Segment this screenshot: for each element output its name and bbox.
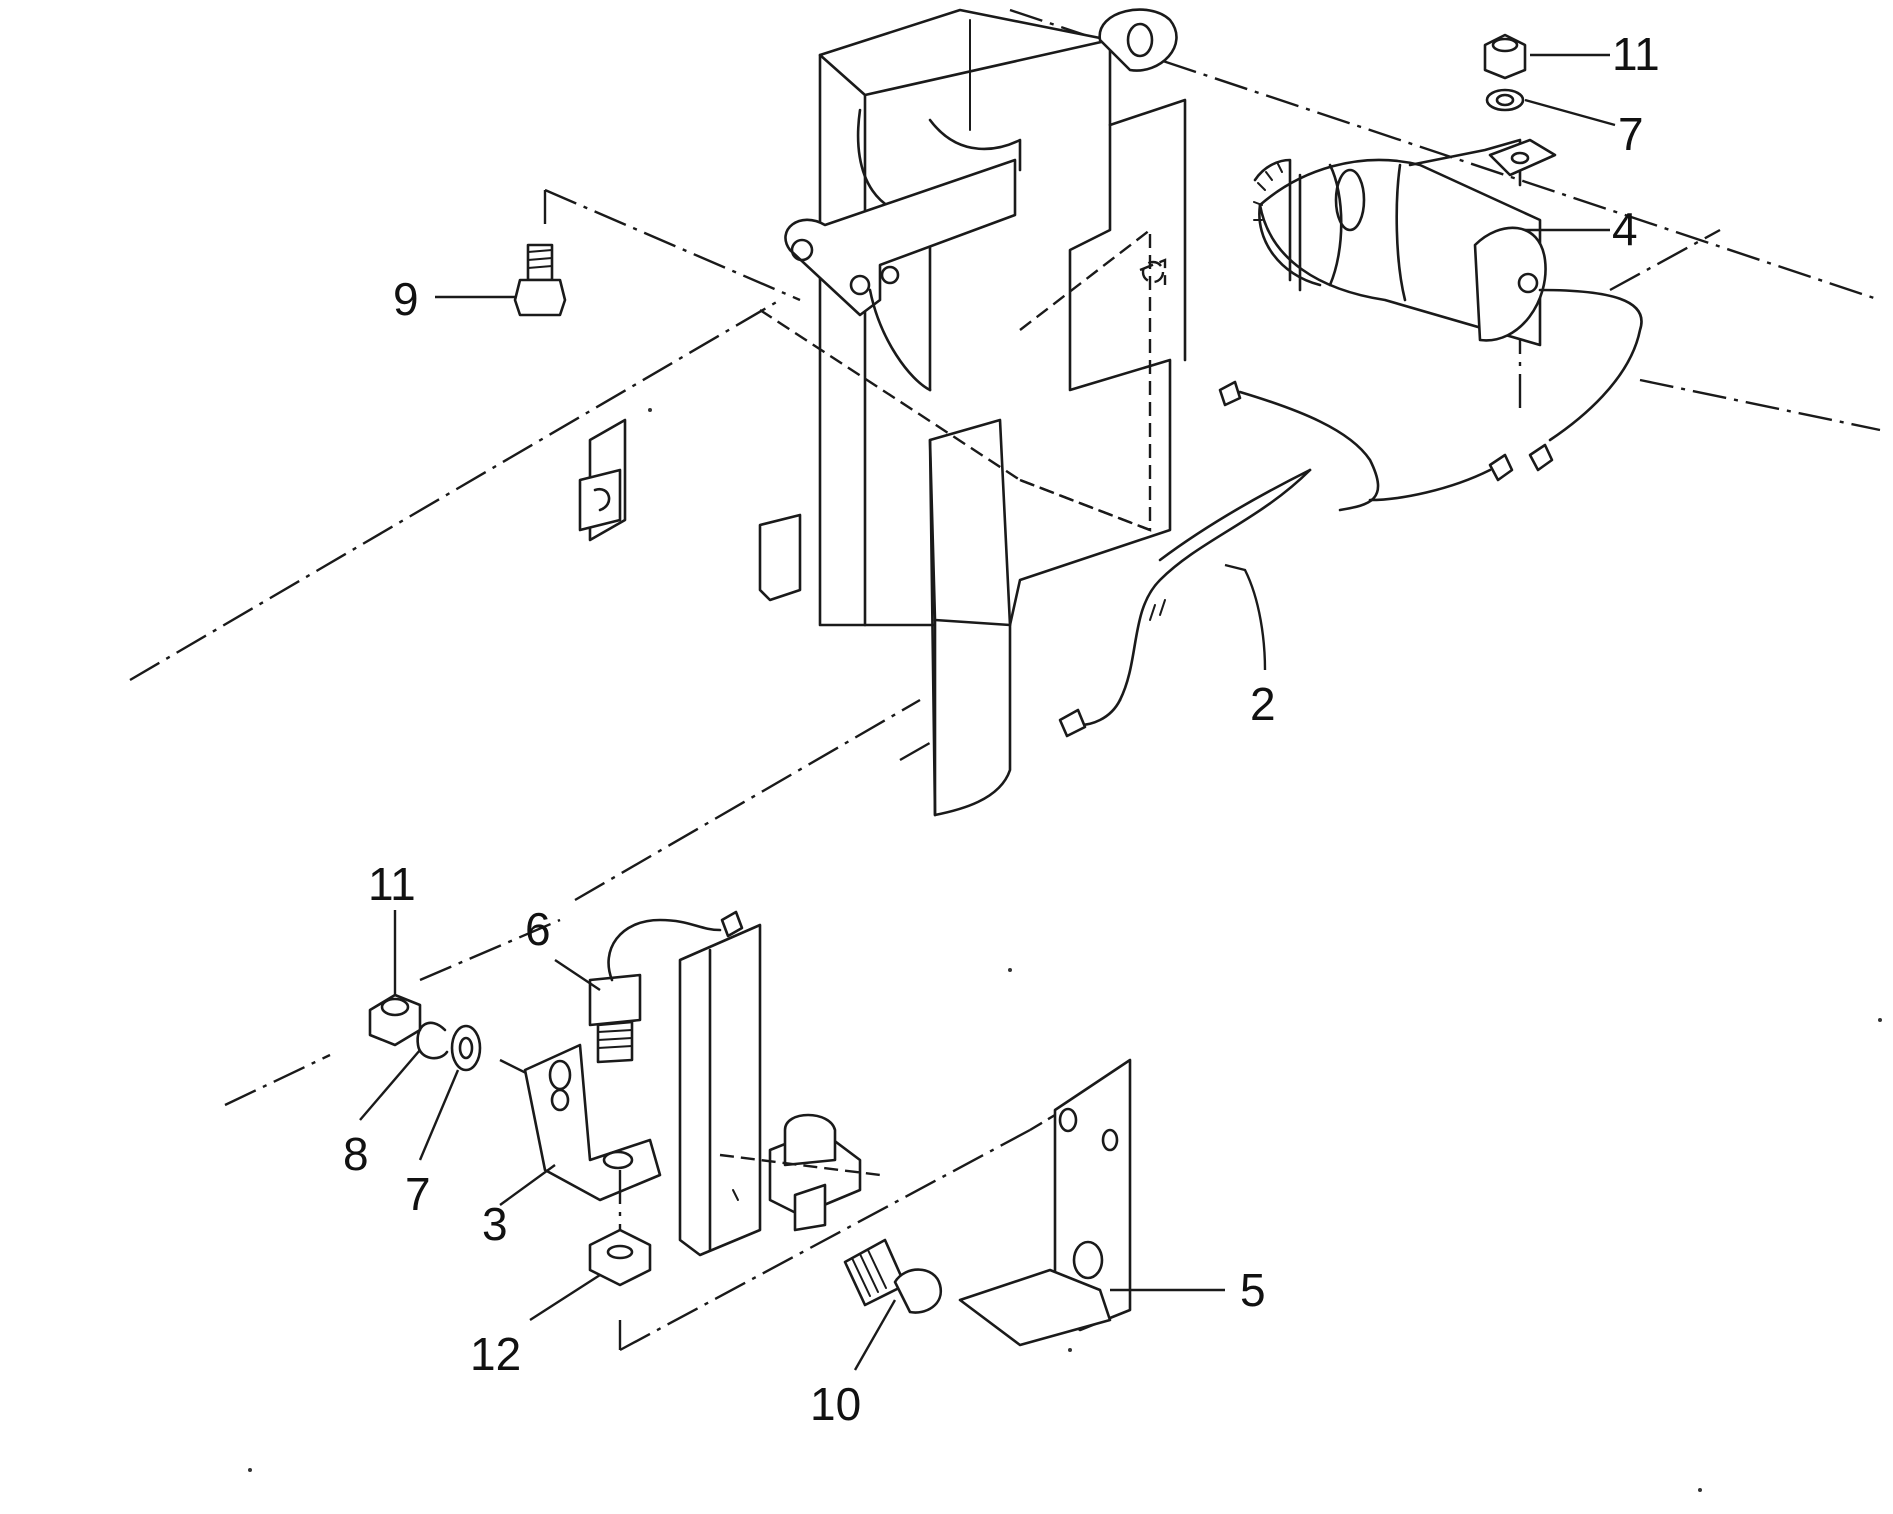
nut-12	[588, 1170, 652, 1287]
nut-11-top	[1483, 33, 1527, 80]
angle-tab	[758, 513, 802, 602]
callout-labels: 11 7 4 9 2 11 6 8 7 3 12 10 5	[343, 28, 1660, 1430]
hidden-plate	[759, 227, 1167, 532]
lower-bracket-assembly	[523, 910, 881, 1257]
bolt-9	[513, 243, 567, 317]
wiring-harness-2	[1058, 380, 1380, 738]
callout-7-top: 7	[1618, 108, 1644, 160]
washer-7-top	[1485, 88, 1525, 112]
nut-11-left	[368, 993, 422, 1047]
callout-3: 3	[482, 1198, 508, 1250]
clip-bracket	[578, 418, 627, 542]
washer-7-bottom	[450, 1024, 482, 1072]
scan-speckles	[248, 408, 1882, 1492]
callout-4: 4	[1612, 203, 1638, 255]
callout-6: 6	[525, 903, 551, 955]
bracket-plate-5	[958, 1058, 1132, 1347]
upper-housing	[784, 8, 1187, 627]
motor-cable	[1368, 288, 1643, 502]
callout-10: 10	[810, 1378, 861, 1430]
callout-9: 9	[393, 273, 419, 325]
lock-washer-8	[416, 1021, 449, 1060]
callout-11-top: 11	[1612, 28, 1660, 80]
leader-lines	[359, 53, 1616, 1371]
callout-8: 8	[343, 1128, 369, 1180]
lower-skirt-plate	[928, 418, 1012, 817]
callout-2: 2	[1250, 678, 1276, 730]
callout-11-left: 11	[368, 858, 416, 910]
callout-7-bottom: 7	[405, 1168, 431, 1220]
motor-pump-4	[1253, 138, 1557, 347]
bolt-10	[843, 1238, 943, 1314]
callout-12: 12	[470, 1328, 521, 1380]
callout-5: 5	[1240, 1264, 1266, 1316]
